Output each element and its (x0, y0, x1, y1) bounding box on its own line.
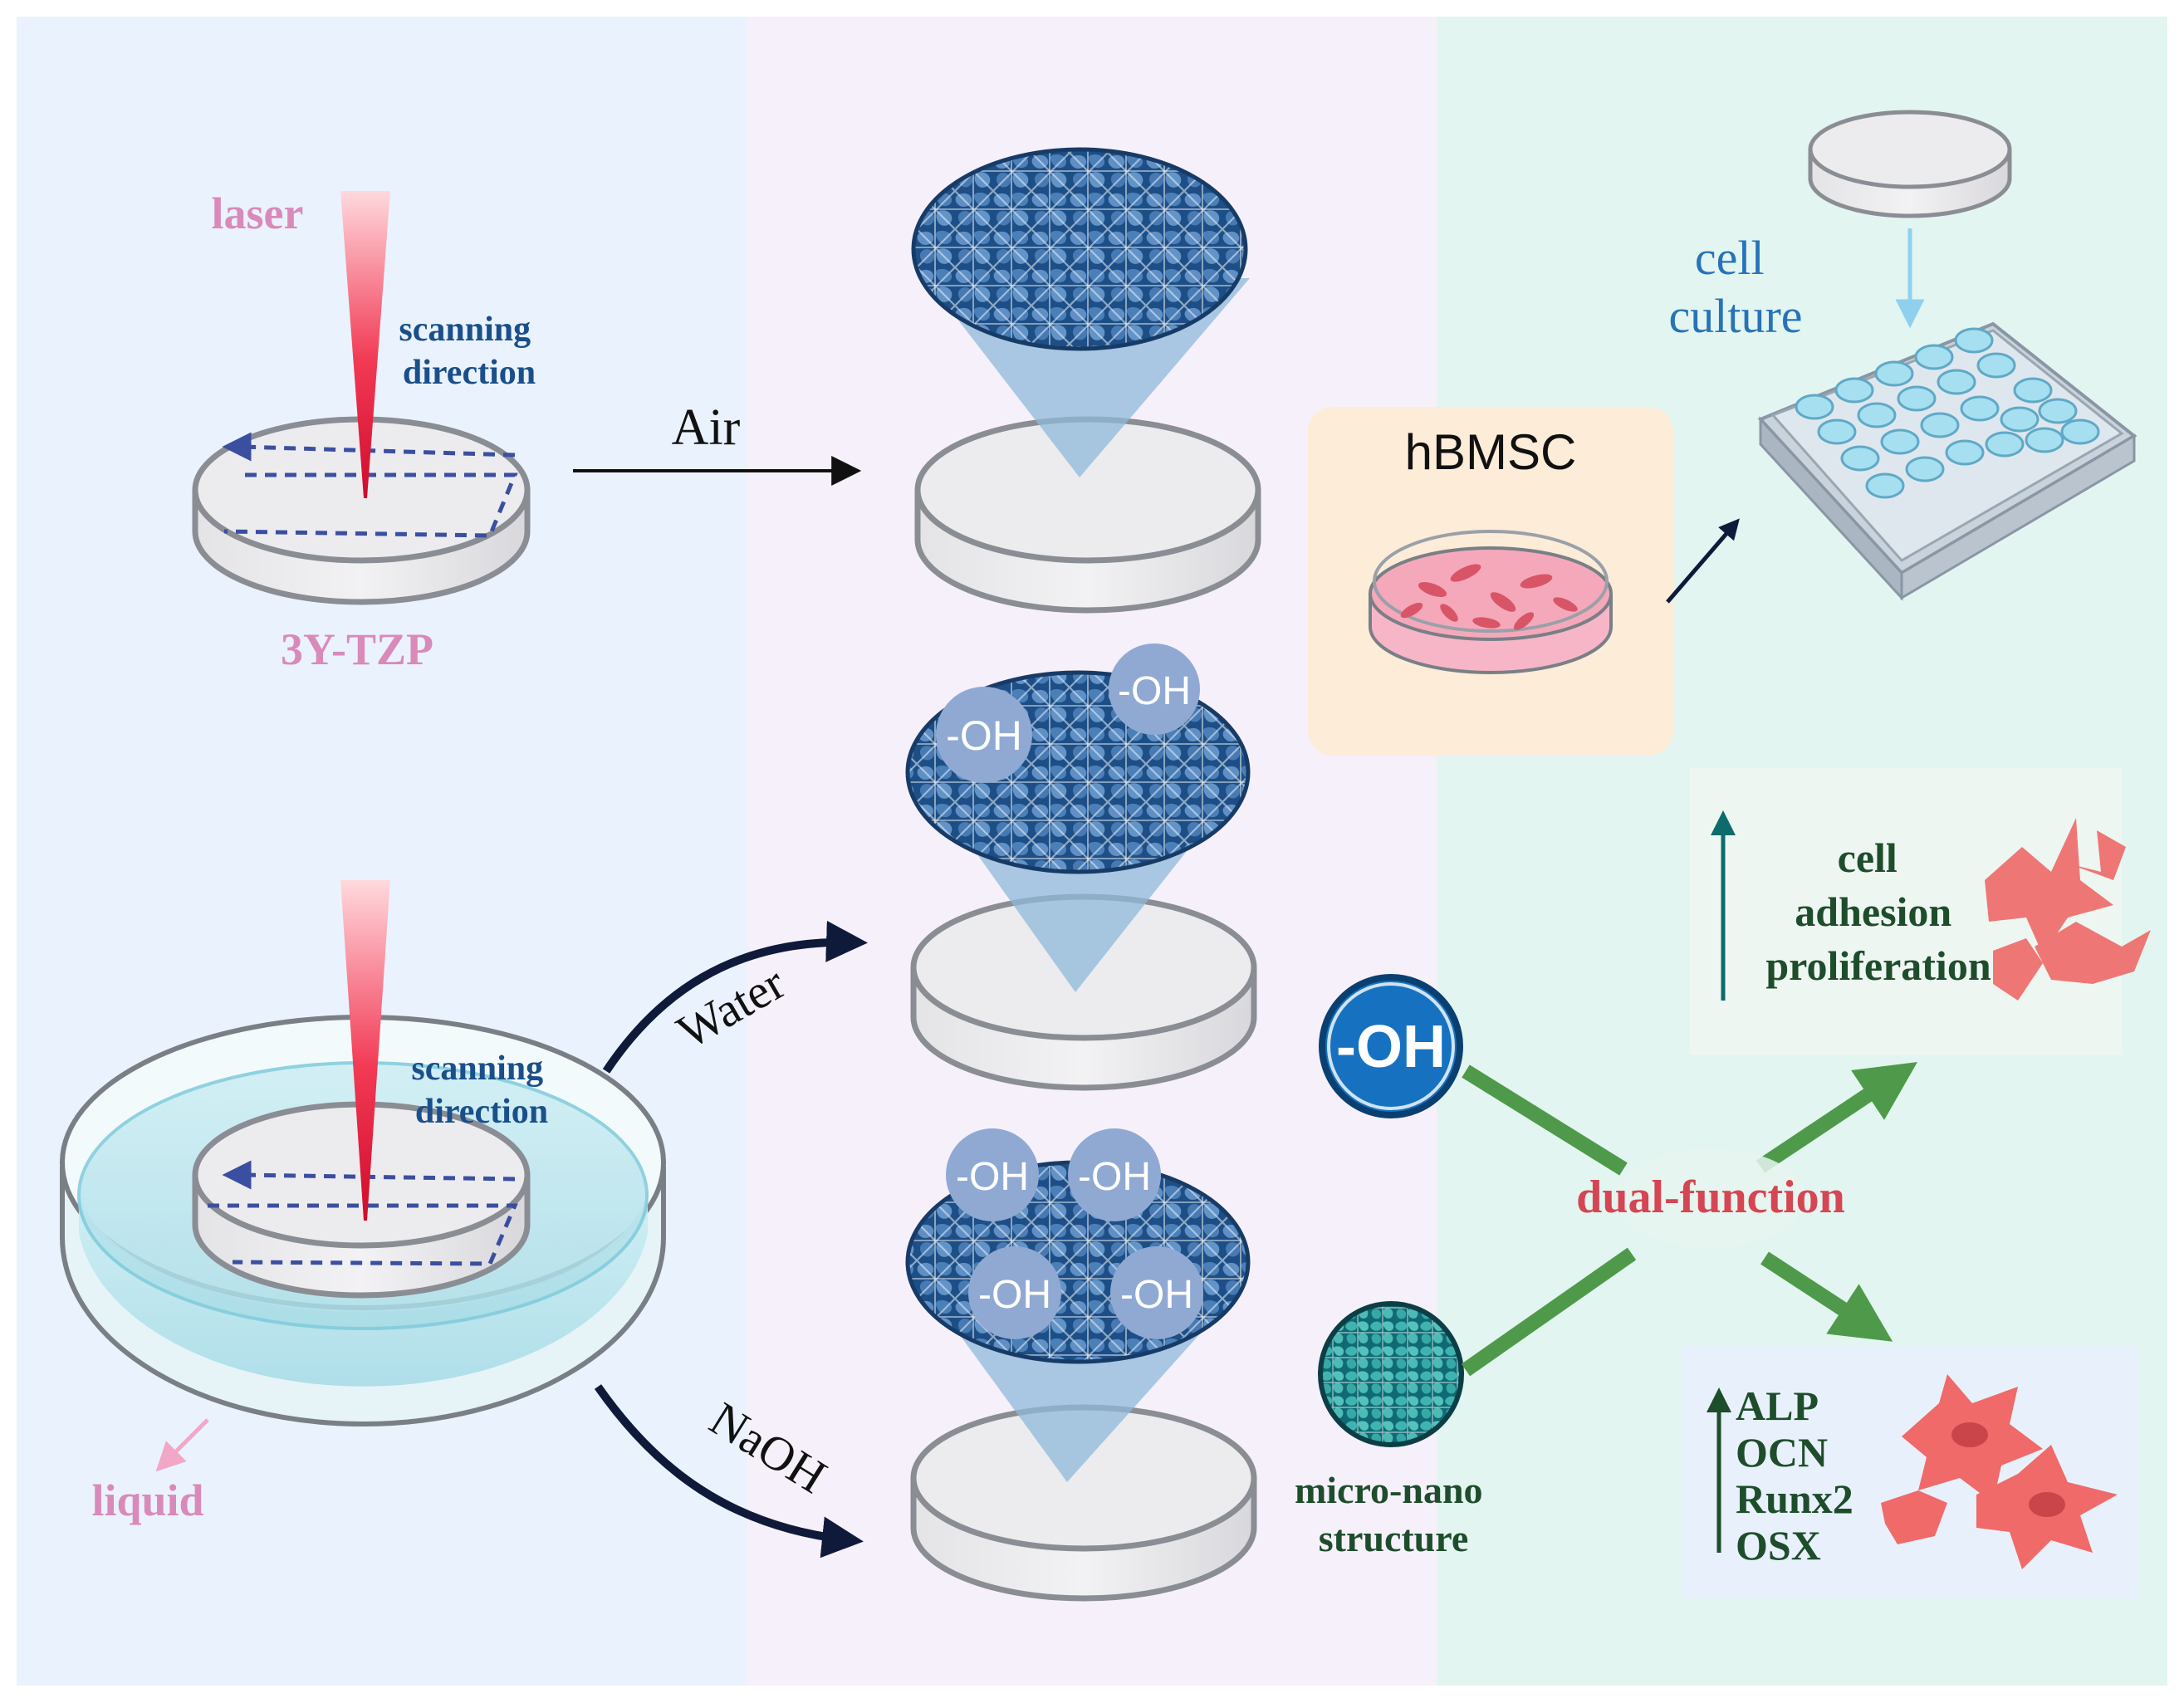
air-label: Air (672, 399, 741, 456)
micro-nano-label: micro-nano structure (1295, 1469, 1492, 1559)
svg-text:-OH: -OH (956, 1155, 1029, 1199)
water-arrow (602, 920, 868, 1074)
oh-badge: -OH (1319, 974, 1463, 1118)
cell-culture-label: cell culture (1668, 231, 1802, 343)
disc-water: -OH -OH (905, 644, 1257, 1091)
arrow-oh-to-dual (1462, 1064, 1628, 1176)
scan-path-top (223, 444, 518, 538)
cells-in-dish (1400, 564, 1578, 630)
disc-air (911, 147, 1261, 614)
laser-beam-bottom (340, 880, 390, 1221)
hbmsc-panel: hBMSC (1308, 407, 1673, 756)
adhesion-cells (1985, 818, 2151, 1001)
naoh-arrow (594, 1384, 864, 1559)
osteo-cells (1881, 1374, 2118, 1569)
markers-panel: ALP OCN Runx2 OSX (1682, 1345, 2138, 1598)
well-plate (1757, 321, 2137, 601)
top-disc (192, 416, 531, 605)
svg-text:-OH: -OH (1120, 1273, 1193, 1317)
adhesion-label: cell adhesion proliferation (1765, 834, 1991, 989)
cell-dish (1369, 530, 1613, 674)
oh-bubble: -OH (1110, 1246, 1203, 1339)
svg-text:-OH: -OH (1118, 669, 1191, 713)
hbmsc-label: hBMSC (1405, 424, 1577, 480)
liquid-arrow (155, 1418, 209, 1472)
arrow-nano-to-dual (1461, 1247, 1637, 1377)
dual-function-node (1615, 1148, 1806, 1248)
material-label: 3Y-TZP (281, 624, 433, 674)
laser-label: laser (212, 188, 304, 238)
liquid-label: liquid (91, 1475, 203, 1525)
oh-bubble: -OH (968, 1246, 1061, 1339)
svg-text:-OH: -OH (1078, 1155, 1151, 1199)
dual-function-label: dual-function (1576, 1172, 1845, 1223)
oh-bubble: -OH (936, 687, 1032, 783)
culture-arrow (1666, 518, 1740, 604)
scanning-label-top: scanning direction (399, 311, 539, 392)
markers-label: ALP OCN Runx2 OSX (1736, 1382, 1863, 1568)
arrow-dual-to-markers (1760, 1251, 1893, 1342)
arrow-dual-to-adhesion (1756, 1062, 1917, 1173)
oh-bubble: -OH (946, 1128, 1039, 1221)
micro-nano-badge: micro-nano structure (1295, 1301, 1492, 1559)
svg-text:-OH: -OH (946, 712, 1022, 759)
wells (1795, 327, 2100, 499)
surface-zoom-air (911, 147, 1248, 351)
sample-disc (1808, 110, 2012, 218)
laser-beam-top (340, 191, 390, 498)
adhesion-panel: cell adhesion proliferation (1690, 768, 2151, 1055)
scan-path-bottom (208, 1172, 518, 1266)
oh-bubble: -OH (1068, 1128, 1161, 1221)
svg-text:-OH: -OH (1336, 1014, 1446, 1080)
scanning-label-bottom: scanning direction (411, 1050, 551, 1131)
oh-bubble: -OH (1109, 644, 1200, 735)
disc-naoh: -OH -OH -OH -OH (905, 1128, 1257, 1602)
svg-text:-OH: -OH (978, 1273, 1051, 1317)
